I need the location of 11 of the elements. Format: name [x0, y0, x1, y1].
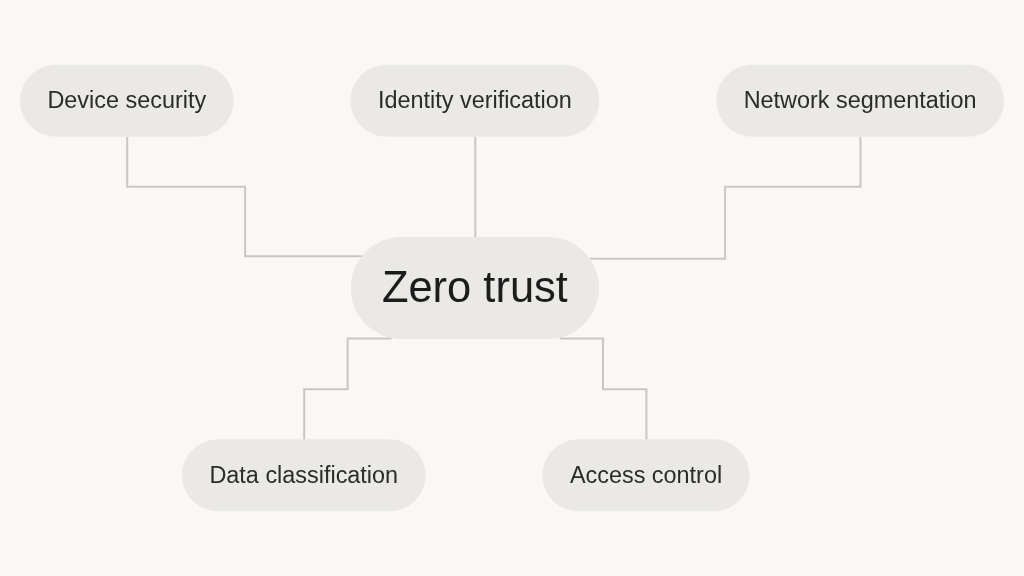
- connector-line: [474, 136, 477, 239]
- node-box: Zero trust: [350, 237, 600, 339]
- connector-line: [590, 136, 862, 260]
- node-box: Access control: [542, 439, 750, 512]
- node-box: Network segmentation: [716, 64, 1004, 137]
- connector-line: [559, 337, 648, 442]
- connector-line: [303, 337, 392, 442]
- connector-line: [126, 136, 364, 258]
- node-box: Data classification: [182, 439, 426, 512]
- node-box: Identity verification: [350, 64, 600, 137]
- node-box: Device security: [20, 64, 234, 137]
